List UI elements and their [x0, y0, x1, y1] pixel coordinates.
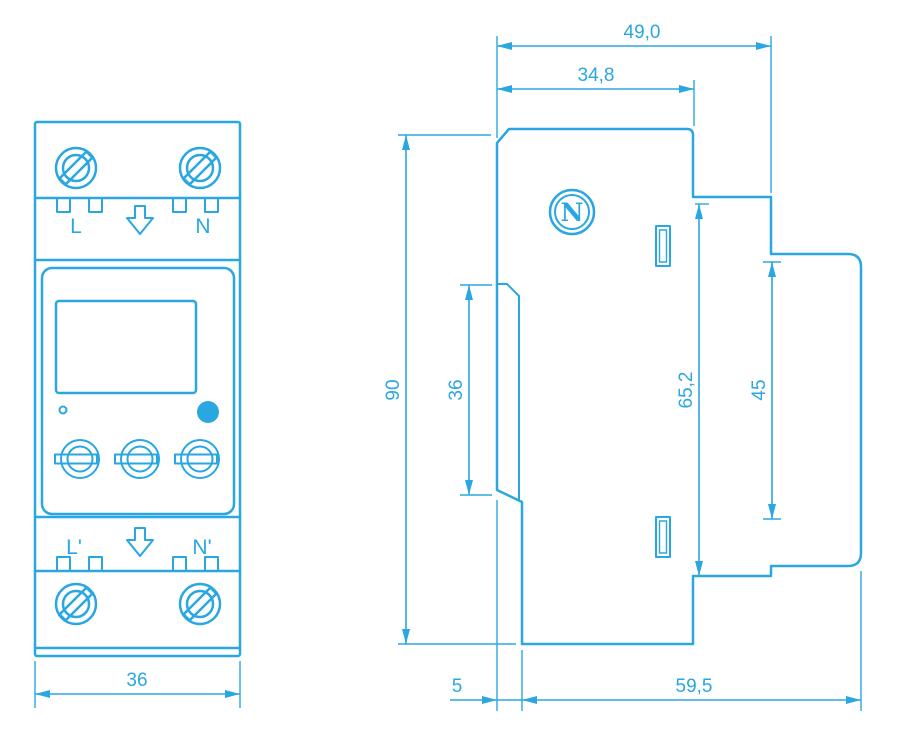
dim-front-depth: 5	[450, 500, 523, 711]
terminal-label-n-prime: N'	[192, 536, 211, 559]
dim-front-depth-label: 5	[452, 676, 463, 697]
dim-overall-width-label: 49,0	[624, 22, 661, 43]
dim-overall-width: 49,0	[496, 22, 772, 193]
screw-bottom-left-icon	[54, 582, 98, 626]
dim-overall-height: 90	[383, 134, 516, 645]
down-arrow-icon-top	[126, 205, 154, 235]
adjust-knob-2-icon	[114, 439, 160, 479]
dim-overall-height-label: 90	[383, 379, 404, 400]
front-body-outline	[33, 120, 242, 658]
dim-body-depth-label: 59,5	[676, 676, 713, 697]
dim-body-height-label: 65,2	[676, 372, 697, 409]
front-bezel-parting-line	[496, 283, 520, 501]
front-mid-panel	[40, 266, 236, 516]
side-body-outline	[495, 127, 863, 646]
dim-module-height: 36	[446, 284, 492, 496]
side-view: N	[495, 127, 863, 646]
adjust-knob-3-icon	[174, 439, 220, 479]
dim-front-width-label: 36	[126, 670, 147, 691]
display-window	[54, 299, 198, 395]
rail-clip-slot-bottom-icon	[655, 516, 671, 558]
dim-rail-height: 45	[749, 261, 781, 520]
adjust-knob-1-icon	[54, 439, 100, 479]
screw-top-right-icon	[178, 146, 222, 190]
front-view: L N L' N' 36	[33, 120, 242, 708]
dim-rail-height-label: 45	[749, 379, 770, 400]
dim-body-depth: 59,5	[522, 571, 862, 711]
terminal-label-l: L	[70, 215, 82, 238]
screw-top-left-icon	[54, 146, 98, 190]
led-indicator-icon	[197, 401, 219, 423]
logo-letter: N	[561, 198, 584, 227]
terminal-slots-top	[56, 197, 219, 213]
dim-front-width: 36	[34, 661, 241, 708]
brand-logo: N	[548, 188, 596, 236]
terminal-slots-bottom	[56, 556, 219, 572]
side-dimensions: 49,0 34,8 90 36 65,2	[383, 22, 862, 711]
dim-body-height: 65,2	[676, 203, 709, 576]
down-arrow-icon-bottom	[126, 527, 154, 557]
dim-front-width-top-label: 34,8	[578, 65, 615, 86]
dim-front-width-top: 34,8	[497, 65, 695, 126]
dim-module-height-label: 36	[446, 379, 467, 400]
terminal-label-n: N	[195, 215, 210, 238]
terminal-label-l-prime: L'	[66, 536, 82, 559]
reset-hole-icon	[58, 405, 68, 415]
rail-clip-slot-top-icon	[655, 225, 671, 267]
screw-bottom-right-icon	[178, 582, 222, 626]
